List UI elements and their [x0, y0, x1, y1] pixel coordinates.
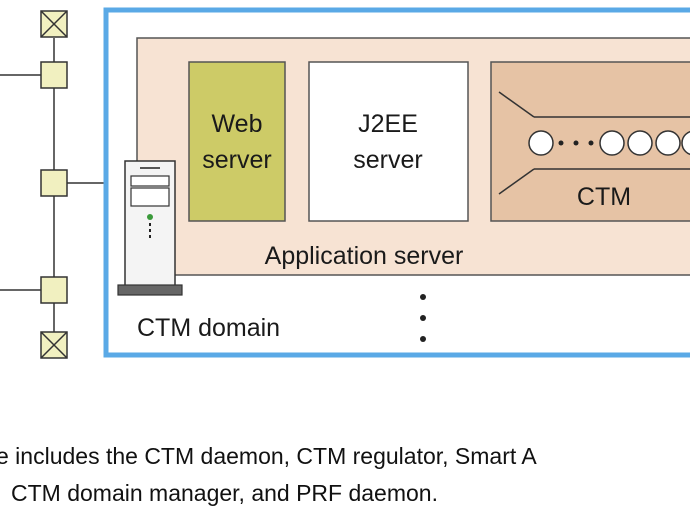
web-server-label-line2: server [202, 146, 271, 174]
more-servers-ellipsis [420, 294, 426, 342]
caption-line-2: CTM domain manager, and PRF daemon. [11, 480, 438, 506]
j2ee-server-label-line2: server [353, 146, 422, 174]
ctm-domain-label: CTM domain [137, 314, 280, 342]
bus-terminator-top-icon [40, 10, 68, 38]
bus-terminator-bottom-icon [40, 331, 68, 359]
ctm-label: CTM [577, 183, 631, 211]
web-server-label-line1: Web [212, 110, 263, 138]
ctm-queue-icon [498, 91, 690, 195]
caption-line-1: e includes the CTM daemon, CTM regulator… [0, 443, 537, 469]
web-server-box [188, 61, 286, 222]
j2ee-server-box [308, 61, 469, 222]
application-server-label: Application server [265, 242, 464, 270]
j2ee-server-label-line1: J2EE [358, 110, 418, 138]
bus-node-middle [40, 169, 68, 197]
bus-node-top [40, 61, 68, 89]
bus-node-bottom [40, 276, 68, 304]
server-machine-icon [117, 160, 183, 296]
